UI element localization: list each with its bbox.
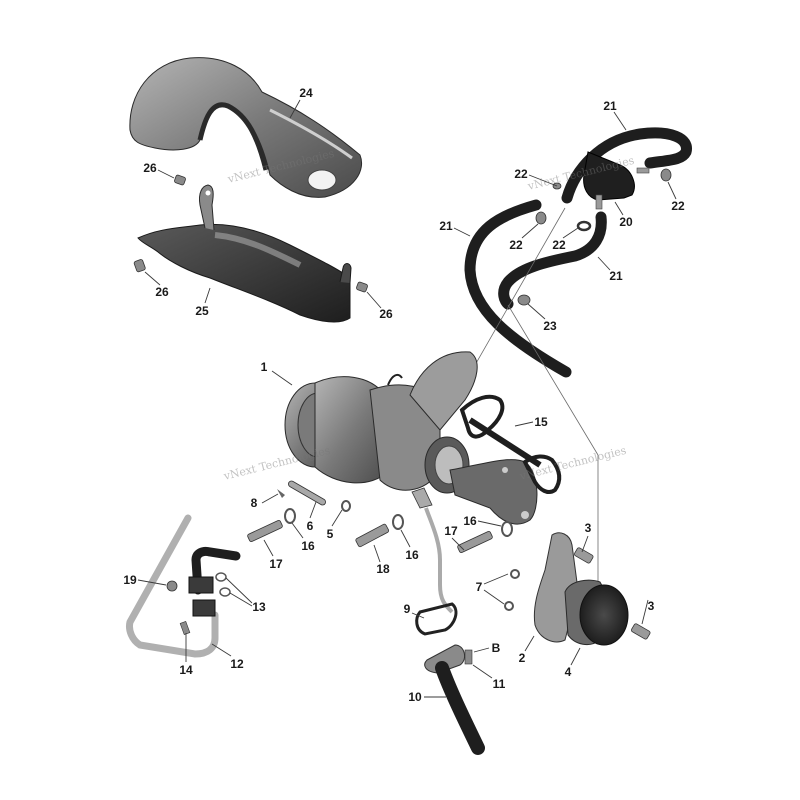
- heat-shield-lower: [137, 184, 352, 323]
- callout-label: 2: [518, 651, 526, 665]
- callout-leader-lines: [137, 99, 677, 698]
- callout-label: 24: [299, 86, 313, 100]
- callout-label: 12: [230, 657, 244, 671]
- callout-label: 5: [326, 527, 334, 541]
- callout-label: 17: [269, 557, 283, 571]
- callout-label: 26: [155, 285, 169, 299]
- hardware-fasteners: [247, 480, 513, 553]
- callout-label: 22: [552, 238, 566, 252]
- turbocharger-1: [284, 351, 538, 525]
- heat-shield-upper: [129, 57, 362, 198]
- callout-label: 20: [619, 215, 633, 229]
- callout-label: 7: [475, 580, 483, 594]
- callout-label: 10: [408, 690, 422, 704]
- callout-label: 16: [405, 548, 419, 562]
- wastegate-actuator: [504, 532, 651, 646]
- callout-label: 22: [509, 238, 523, 252]
- gaskets-15: [459, 394, 562, 494]
- callout-label: 9: [403, 602, 411, 616]
- oil-lines: [415, 507, 485, 755]
- callout-label: 1: [260, 360, 268, 374]
- callout-label: 4: [564, 665, 572, 679]
- callout-label: 18: [376, 562, 390, 576]
- callout-label: 13: [252, 600, 266, 614]
- callout-label: 22: [514, 167, 528, 181]
- callout-label: 26: [143, 161, 157, 175]
- callout-label: 3: [647, 599, 655, 613]
- callout-label: 21: [603, 99, 617, 113]
- solenoid-valve-20: [583, 151, 650, 210]
- bolts-26: [133, 174, 368, 293]
- callout-label: 22: [671, 199, 685, 213]
- callout-label: 21: [439, 219, 453, 233]
- callout-label: 21: [609, 269, 623, 283]
- callout-label: 8: [250, 496, 258, 510]
- callout-label: 15: [534, 415, 548, 429]
- callout-label: 6: [306, 519, 314, 533]
- hose-clamps-22: [517, 168, 672, 306]
- callout-label: B: [491, 641, 501, 655]
- callout-label: 23: [543, 319, 557, 333]
- callout-label: 14: [179, 663, 193, 677]
- callout-label: 16: [463, 514, 477, 528]
- callout-label: 16: [301, 539, 315, 553]
- coolant-pipe-assembly: [126, 514, 241, 658]
- callout-label: 25: [195, 304, 209, 318]
- callout-label: 11: [492, 677, 506, 691]
- callout-label: 19: [123, 573, 137, 587]
- callout-label: 17: [444, 524, 458, 538]
- callout-label: 3: [584, 521, 592, 535]
- callout-label: 26: [379, 307, 393, 321]
